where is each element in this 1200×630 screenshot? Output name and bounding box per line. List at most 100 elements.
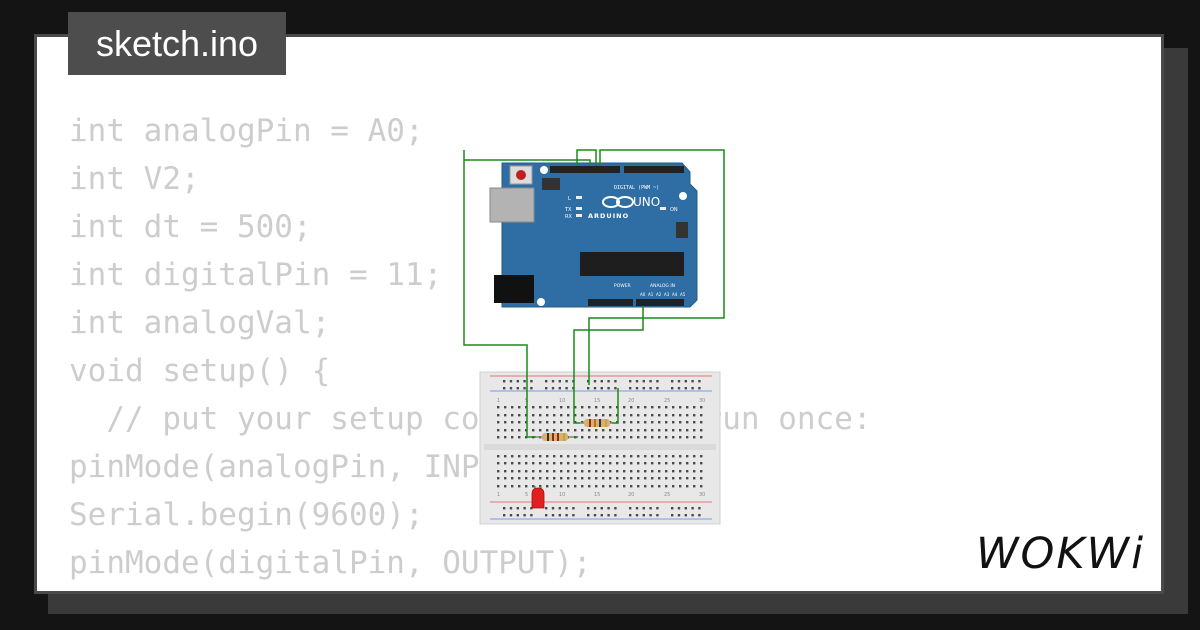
breadboard-hole[interactable] [677,387,681,390]
breadboard-hole[interactable] [558,507,561,510]
breadboard-hole[interactable] [551,387,555,390]
breadboard-hole[interactable] [539,477,542,480]
breadboard-hole[interactable] [553,406,556,409]
breadboard-hole[interactable] [558,387,561,390]
breadboard-hole[interactable] [637,429,640,432]
breadboard-hole[interactable] [651,406,654,409]
breadboard-hole[interactable] [623,470,626,473]
breadboard-hole[interactable] [595,485,598,488]
breadboard-hole[interactable] [539,406,542,409]
breadboard-hole[interactable] [560,477,563,480]
breadboard-hole[interactable] [525,414,528,417]
breadboard-hole[interactable] [518,414,521,417]
breadboard-hole[interactable] [511,477,514,480]
breadboard-hole[interactable] [602,436,605,439]
breadboard-hole[interactable] [595,470,598,473]
breadboard-hole[interactable] [509,387,513,390]
breadboard-hole[interactable] [602,455,605,458]
breadboard-hole[interactable] [574,421,577,424]
breadboard-hole[interactable] [546,414,549,417]
breadboard-hole[interactable] [679,477,682,480]
breadboard-hole[interactable] [518,436,521,439]
breadboard-hole[interactable] [684,507,687,510]
breadboard-hole[interactable] [651,429,654,432]
breadboard-hole[interactable] [602,470,605,473]
breadboard-hole[interactable] [504,421,507,424]
breadboard-hole[interactable] [637,485,640,488]
breadboard-hole[interactable] [609,429,612,432]
breadboard-hole[interactable] [623,421,626,424]
breadboard-hole[interactable] [656,514,659,517]
breadboard-hole[interactable] [553,485,556,488]
breadboard-hole[interactable] [565,507,568,510]
breadboard-hole[interactable] [629,387,632,390]
breadboard-hole[interactable] [614,514,617,517]
breadboard-hole[interactable] [518,421,521,424]
breadboard-hole[interactable] [545,380,548,383]
breadboard-hole[interactable] [693,414,696,417]
breadboard-hole[interactable] [686,429,689,432]
breadboard-hole[interactable] [602,485,605,488]
breadboard-hole[interactable] [574,429,577,432]
breadboard-hole[interactable] [630,462,633,465]
breadboard-hole[interactable] [518,485,521,488]
breadboard-hole[interactable] [635,507,639,510]
breadboard-hole[interactable] [587,387,590,390]
breadboard-hole[interactable] [497,414,500,417]
breadboard-hole[interactable] [665,485,668,488]
breadboard-hole[interactable] [609,485,612,488]
breadboard-hole[interactable] [600,380,603,383]
breadboard-hole[interactable] [504,414,507,417]
breadboard-hole[interactable] [623,462,626,465]
breadboard-hole[interactable] [581,462,584,465]
breadboard-hole[interactable] [581,485,584,488]
breadboard-hole[interactable] [530,507,533,510]
breadboard-hole[interactable] [649,507,652,510]
breadboard-hole[interactable] [574,470,577,473]
breadboard-hole[interactable] [700,436,703,439]
breadboard-hole[interactable] [532,421,535,424]
breadboard-hole[interactable] [511,462,514,465]
power-header[interactable] [588,299,633,306]
breadboard-hole[interactable] [560,455,563,458]
breadboard-hole[interactable] [672,436,675,439]
breadboard-hole[interactable] [497,455,500,458]
breadboard-hole[interactable] [588,436,591,439]
breadboard-hole[interactable] [593,387,597,390]
breadboard-hole[interactable] [686,485,689,488]
breadboard-hole[interactable] [518,462,521,465]
breadboard-hole[interactable] [609,436,612,439]
breadboard-hole[interactable] [530,387,533,390]
breadboard-hole[interactable] [588,406,591,409]
breadboard-hole[interactable] [686,414,689,417]
breadboard-hole[interactable] [665,406,668,409]
breadboard-hole[interactable] [665,429,668,432]
breadboard-hole[interactable] [497,470,500,473]
breadboard-hole[interactable] [525,455,528,458]
breadboard-hole[interactable] [607,507,610,510]
breadboard-hole[interactable] [567,455,570,458]
breadboard-hole[interactable] [609,470,612,473]
breadboard-hole[interactable] [609,421,612,424]
breadboard-hole[interactable] [616,455,619,458]
breadboard-hole[interactable] [616,421,619,424]
breadboard-hole[interactable] [693,470,696,473]
breadboard-hole[interactable] [546,477,549,480]
breadboard-hole[interactable] [525,462,528,465]
breadboard-hole[interactable] [511,470,514,473]
breadboard-hole[interactable] [593,514,597,517]
breadboard-hole[interactable] [567,462,570,465]
breadboard-hole[interactable] [497,477,500,480]
breadboard-hole[interactable] [581,455,584,458]
breadboard-hole[interactable] [532,462,535,465]
file-tab[interactable]: sketch.ino [68,12,286,75]
breadboard-hole[interactable] [511,421,514,424]
breadboard-hole[interactable] [530,380,533,383]
breadboard-hole[interactable] [567,470,570,473]
breadboard-hole[interactable] [630,406,633,409]
breadboard-hole[interactable] [553,429,556,432]
breadboard-hole[interactable] [642,507,645,510]
breadboard-hole[interactable] [588,470,591,473]
breadboard-hole[interactable] [637,462,640,465]
breadboard-hole[interactable] [658,455,661,458]
